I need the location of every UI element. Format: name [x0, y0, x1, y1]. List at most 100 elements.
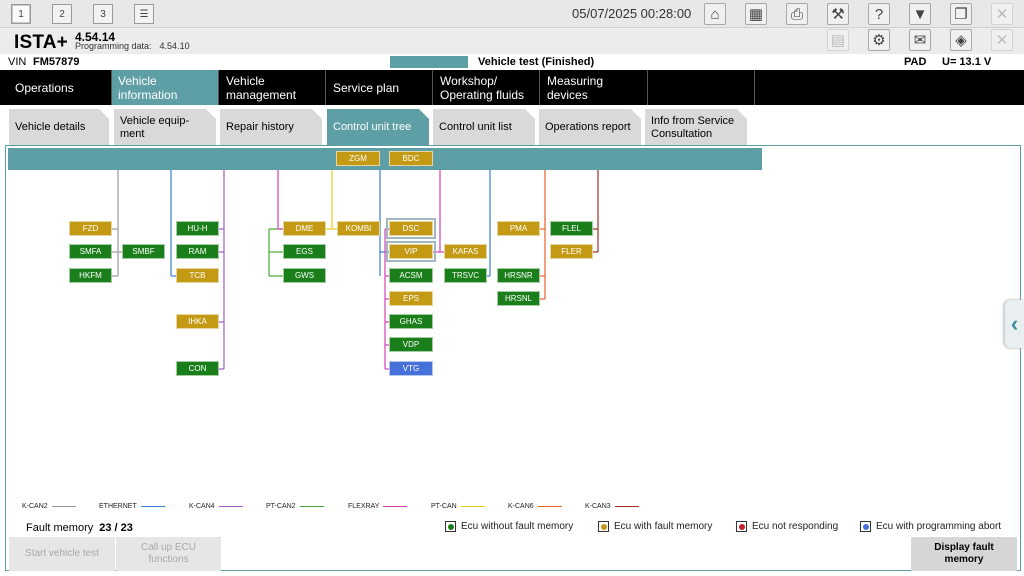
ecu-flel[interactable]: FLEL — [550, 221, 593, 236]
mail-icon[interactable]: ✉ — [909, 29, 931, 51]
status-legend-programming-abort: Ecu with programming abort — [860, 521, 1001, 532]
ecu-acsm[interactable]: ACSM — [389, 268, 433, 283]
help-icon[interactable]: ? — [868, 3, 890, 25]
nav-tab-empty — [648, 70, 755, 105]
nav-tab-measuring-devices[interactable]: Measuring devices — [541, 70, 648, 105]
window-1-button[interactable]: 1 — [11, 4, 31, 24]
close-session-icon[interactable]: ✕ — [991, 29, 1013, 51]
legend-label: K-CAN4 — [189, 503, 215, 510]
subtab-vehicle-details[interactable]: Vehicle details — [9, 109, 109, 146]
status-legend-no-fault: Ecu without fault memory — [445, 521, 573, 532]
programming-data-label: Programming data: — [75, 41, 152, 51]
legend-pt-can: PT-CAN — [431, 503, 485, 510]
start-vehicle-test-button[interactable]: Start vehicle test — [9, 537, 115, 571]
window-3-button[interactable]: 3 — [93, 4, 113, 24]
display-fault-memory-button[interactable]: Display fault memory — [911, 537, 1017, 571]
call-up-ecu-functions-button[interactable]: Call up ECU functions — [116, 537, 221, 571]
status-label: Ecu with programming abort — [876, 521, 1002, 532]
minimize-icon[interactable]: ▼ — [909, 3, 931, 25]
gear-icon[interactable]: ⚙ — [868, 29, 890, 51]
list-view-icon[interactable]: ☰ — [134, 4, 154, 24]
legend-label: PT-CAN — [431, 503, 457, 510]
print-icon[interactable]: ⎙ — [786, 3, 808, 25]
subtab-control-unit-list[interactable]: Control unit list — [433, 109, 535, 146]
ecu-pma[interactable]: PMA — [497, 221, 540, 236]
ecu-ram[interactable]: RAM — [176, 244, 219, 259]
ecu-vdp[interactable]: VDP — [389, 337, 433, 352]
nav-tab-service-plan[interactable]: Service plan — [327, 70, 433, 105]
legend-label: ETHERNET — [99, 503, 137, 510]
status-legend-not-responding: Ecu not responding — [736, 521, 838, 532]
subtab-info-service-consultation[interactable]: Info from Service Consultation — [645, 109, 747, 146]
legend-line — [460, 505, 485, 508]
control-unit-tree-panel — [5, 145, 1021, 571]
legend-pt-can2: PT-CAN2 — [266, 503, 324, 510]
document-icon[interactable]: ▤ — [827, 29, 849, 51]
ecu-vtg[interactable]: VTG — [389, 361, 433, 376]
ecu-egs[interactable]: EGS — [283, 244, 326, 259]
ecu-smfa[interactable]: SMFA — [69, 244, 112, 259]
legend-label: FLEXRAY — [348, 503, 380, 510]
nav-tab-operations[interactable]: Operations — [9, 70, 112, 105]
ecu-zgm[interactable]: ZGM — [336, 151, 380, 166]
legend-flexray: FLEXRAY — [348, 503, 408, 510]
ecu-fler[interactable]: FLER — [550, 244, 593, 259]
nav-tab-vehicle-management[interactable]: Vehicle management — [220, 70, 326, 105]
wrench-icon[interactable]: ⚒ — [827, 3, 849, 25]
status-indicator — [860, 521, 871, 532]
programming-data: Programming data: 4.54.10 — [75, 41, 190, 51]
home-icon[interactable]: ⌂ — [704, 3, 726, 25]
fault-memory-count: 23 / 23 — [99, 522, 133, 534]
ecu-hkfm[interactable]: HKFM — [69, 268, 112, 283]
legend-line — [140, 505, 165, 508]
vehicle-data-icon[interactable]: ▦ — [745, 3, 767, 25]
sub-tabs: Vehicle details Vehicle equip- ment Repa… — [0, 105, 1024, 145]
ecu-dsc[interactable]: DSC — [386, 218, 436, 239]
ecu-kafas[interactable]: KAFAS — [444, 244, 487, 259]
status-legend-fault: Ecu with fault memory — [598, 521, 712, 532]
legend-line — [614, 505, 639, 508]
subtab-repair-history[interactable]: Repair history — [220, 109, 322, 146]
ecu-hrsnl[interactable]: HRSNL — [497, 291, 540, 306]
nav-tab-workshop-operating-fluids[interactable]: Workshop/ Operating fluids — [434, 70, 540, 105]
vehicle-test-status: Vehicle test (Finished) — [478, 56, 595, 68]
ecu-trsvc[interactable]: TRSVC — [444, 268, 487, 283]
subtab-operations-report[interactable]: Operations report — [539, 109, 641, 146]
ecu-vip[interactable]: VIP — [386, 241, 436, 262]
restore-icon[interactable]: ❐ — [950, 3, 972, 25]
battery-voltage: U= 13.1 V — [942, 56, 992, 68]
air-icon[interactable]: ◈ — [950, 29, 972, 51]
programming-data-value: 4.54.10 — [159, 41, 190, 51]
window-2-button[interactable]: 2 — [52, 4, 72, 24]
status-indicator — [736, 521, 747, 532]
subtab-vehicle-equipment[interactable]: Vehicle equip- ment — [114, 109, 216, 146]
legend-line — [383, 505, 408, 508]
title-bar: ISTA+ 4.54.14 Programming data:4.54.10 ▤… — [0, 28, 1024, 54]
status-label: Ecu without fault memory — [461, 521, 574, 532]
ecu-kombi[interactable]: KOMBI — [337, 221, 380, 236]
legend-line — [537, 505, 562, 508]
legend-line — [51, 505, 76, 508]
ecu-hrsnr[interactable]: HRSNR — [497, 268, 540, 283]
ecu-gws[interactable]: GWS — [283, 268, 326, 283]
ecu-con[interactable]: CON — [176, 361, 219, 376]
ecu-ghas[interactable]: GHAS — [389, 314, 433, 329]
subtab-control-unit-tree[interactable]: Control unit tree — [327, 109, 429, 146]
close-icon[interactable]: ✕ — [991, 3, 1013, 25]
nav-tab-vehicle-information[interactable]: Vehicle information — [112, 70, 219, 105]
ecu-ihka[interactable]: IHKA — [176, 314, 219, 329]
ecu-smbf[interactable]: SMBF — [122, 244, 165, 259]
top-toolbar: 1 2 3 ☰ 05/07/2025 00:28:00 ⌂ ▦ ⎙ ⚒ ? ▼ … — [0, 0, 1024, 28]
vehicle-status-bar: VIN FM57879 Vehicle test (Finished) PAD … — [0, 54, 1024, 70]
legend-line — [299, 505, 324, 508]
status-label: Ecu with fault memory — [614, 521, 713, 532]
chevron-left-icon[interactable]: ‹ — [1005, 300, 1024, 348]
ecu-fzd[interactable]: FZD — [69, 221, 112, 236]
ecu-eps[interactable]: EPS — [389, 291, 433, 306]
ecu-tcb[interactable]: TCB — [176, 268, 219, 283]
ecu-hu-h[interactable]: HU-H — [176, 221, 219, 236]
ecu-bdc[interactable]: BDC — [389, 151, 433, 166]
legend-label: K-CAN3 — [585, 503, 611, 510]
ecu-dme[interactable]: DME — [283, 221, 326, 236]
